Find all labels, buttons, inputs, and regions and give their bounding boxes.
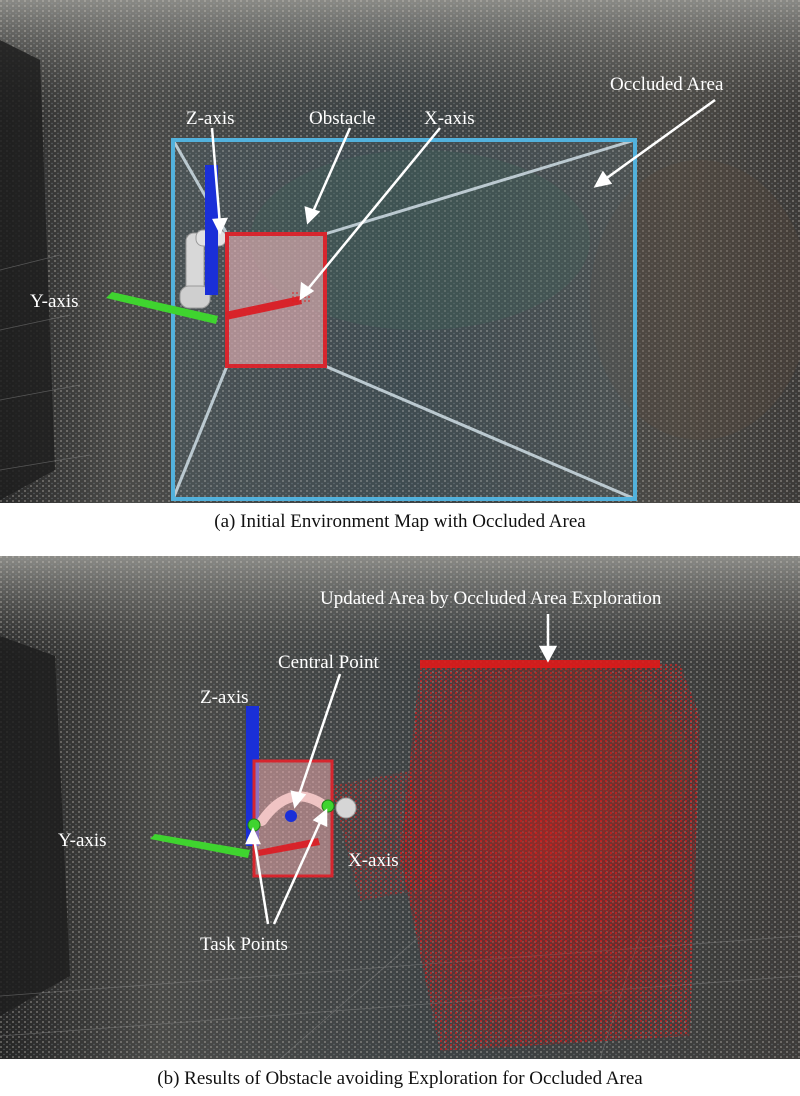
label-y-axis: Y-axis: [30, 291, 79, 312]
central-point-marker: [285, 810, 297, 822]
robot-arm: [179, 229, 227, 309]
label-x-axis: X-axis: [348, 850, 399, 871]
panel-a-scene: Z-axis Obstacle X-axis Occluded Area Y-a…: [0, 0, 800, 503]
y-axis-marker: [150, 834, 250, 858]
z-axis-marker: [205, 165, 218, 295]
label-occluded-area: Occluded Area: [610, 74, 724, 95]
floor-grid: [0, 254, 91, 471]
label-obstacle: Obstacle: [309, 108, 375, 129]
label-y-axis: Y-axis: [58, 830, 107, 851]
x-axis-marker: [258, 838, 320, 856]
label-x-axis: X-axis: [424, 108, 475, 129]
x-axis-marker: [225, 296, 302, 320]
dark-doorway: [0, 40, 55, 500]
label-task-points: Task Points: [200, 934, 288, 955]
annotation-arrows: [245, 614, 558, 925]
label-updated-area: Updated Area by Occluded Area Exploratio…: [320, 588, 662, 609]
caption-b: (b) Results of Obstacle avoiding Explora…: [157, 1068, 643, 1089]
y-axis-marker: [106, 292, 218, 324]
task-point-right: [321, 799, 335, 813]
panel-b-exploration-results: Updated Area by Occluded Area Exploratio…: [0, 556, 800, 1059]
annotation-arrows: [210, 98, 716, 301]
robot-gripper: [335, 797, 357, 819]
right-wall-shade: [590, 160, 800, 440]
panel-b-scene: Updated Area by Occluded Area Exploratio…: [0, 556, 800, 1059]
point-cloud-texture: [0, 0, 800, 503]
caption-a: (a) Initial Environment Map with Occlude…: [214, 511, 586, 532]
updated-area-point-cloud: [330, 660, 700, 1051]
panel-a-environment-map: Z-axis Obstacle X-axis Occluded Area Y-a…: [0, 0, 800, 503]
label-central-point: Central Point: [278, 652, 380, 673]
label-z-axis: Z-axis: [186, 108, 235, 129]
robot-arm: [257, 791, 330, 826]
obstacle-box: [225, 232, 327, 368]
dark-doorway: [0, 636, 70, 1016]
label-z-axis: Z-axis: [200, 687, 249, 708]
interior-shade: [250, 150, 590, 330]
